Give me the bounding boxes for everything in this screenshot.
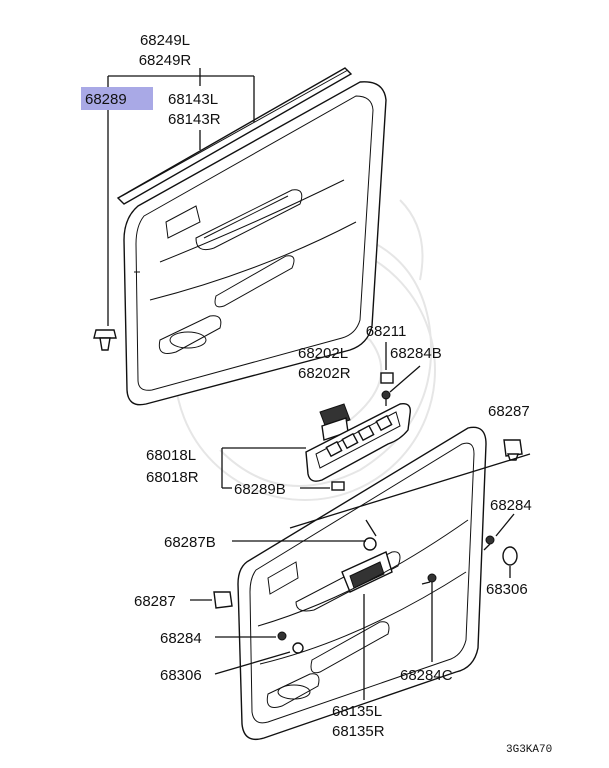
label-68306-left: 68306 [160,667,202,684]
label-highlight-68289 [81,87,153,110]
label-68249L: 68249L [140,32,190,49]
label-68306-right: 68306 [486,581,528,598]
label-68287-right: 68287 [488,403,530,420]
lower-clips [213,439,523,641]
switch-assembly [305,372,411,491]
label-68018R: 68018R [146,469,199,486]
diagram-code: 3G3KA70 [506,744,552,756]
label-68287-left: 68287 [134,593,176,610]
label-68211: 68211 [366,323,407,340]
label-68143L: 68143L [168,91,218,108]
label-68289B: 68289B [234,481,286,498]
label-68249R: 68249R [139,52,192,69]
label-68143R: 68143R [168,111,221,128]
upper-door-trim [116,67,387,406]
label-68135R: 68135R [332,723,385,740]
label-68284C: 68284C [400,667,453,684]
clip-68289 [93,329,117,351]
label-68289: 68289 [85,91,127,108]
lower-door-trim [237,426,487,741]
label-68284-right: 68284 [490,497,532,514]
label-68202R: 68202R [298,365,351,382]
label-68135L: 68135L [332,703,382,720]
label-68284B: 68284B [390,345,442,362]
label-68284-left: 68284 [160,630,202,647]
label-68202L: 68202L [298,345,348,362]
leaders-switch [221,342,421,489]
leaders-lower [190,453,531,700]
label-68287B: 68287B [164,534,216,551]
leaders-upper [107,68,255,326]
label-68018L: 68018L [146,447,196,464]
